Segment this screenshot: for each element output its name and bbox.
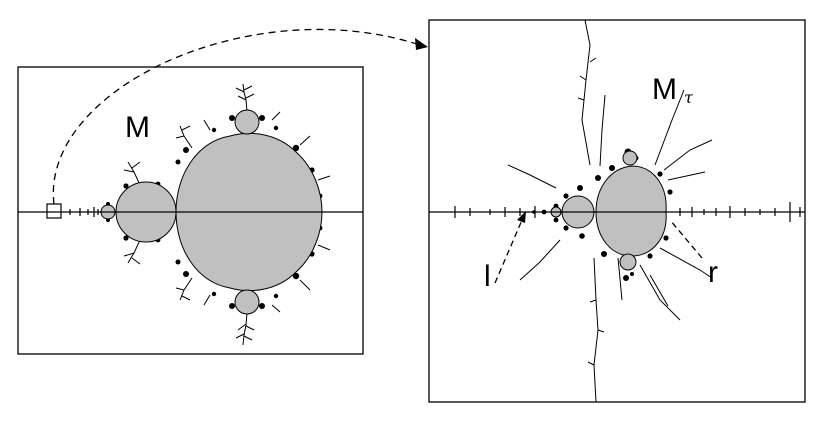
right-real-axis <box>429 202 805 222</box>
tau-top-bulb <box>622 150 638 166</box>
left-panel: M <box>17 66 364 355</box>
left-pointer <box>494 219 523 284</box>
right-point-label: r <box>708 256 718 289</box>
left-point-label: l <box>484 260 491 293</box>
left-filaments <box>123 83 332 346</box>
pointer-lines <box>494 211 703 284</box>
tau-main-body <box>595 165 667 257</box>
right-panel: M τ l r <box>428 19 806 403</box>
left-pointer-arrowhead-icon <box>517 211 526 223</box>
right-pointer <box>669 219 703 259</box>
left-panel-label: M <box>125 111 150 144</box>
dashed-arc <box>52 28 421 205</box>
right-filaments <box>507 19 713 403</box>
left-real-axis <box>18 207 363 217</box>
mandelbrot-tau-set <box>550 150 667 271</box>
bottom-bulb <box>234 289 260 315</box>
zoom-connector <box>52 28 428 205</box>
right-panel-label: M <box>652 73 677 106</box>
tau-bottom-bulb <box>619 253 637 271</box>
top-bulb <box>234 109 260 135</box>
arrowhead-icon <box>415 38 428 50</box>
right-panel-label-subscript: τ <box>684 88 694 107</box>
